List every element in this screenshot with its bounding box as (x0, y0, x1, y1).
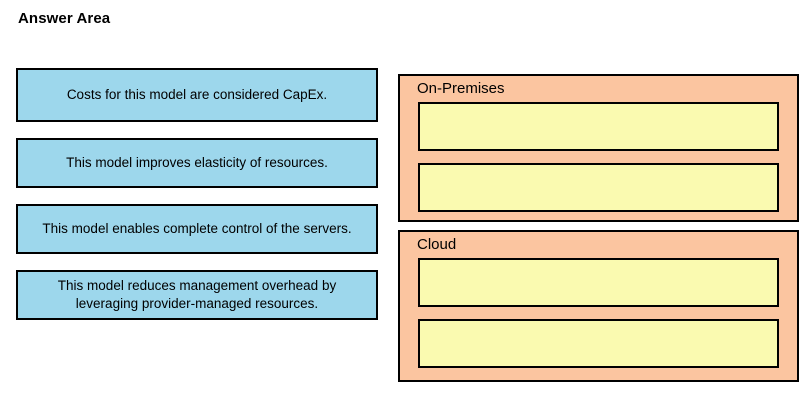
source-item-list: Costs for this model are considered CapE… (16, 68, 378, 336)
drop-zone-on-premises-2[interactable] (418, 163, 779, 212)
drop-panel-title: On-Premises (417, 80, 505, 97)
source-item-label: Costs for this model are considered CapE… (66, 87, 328, 102)
drop-zone-cloud-2[interactable] (418, 319, 779, 368)
drop-panel-on-premises: On-Premises (398, 74, 799, 222)
page-title: Answer Area (18, 10, 111, 27)
source-item-1[interactable]: This model improves elasticity of resour… (16, 138, 378, 188)
drop-panel-cloud: Cloud (398, 230, 799, 382)
drop-target-area: On-Premises Cloud (398, 74, 799, 382)
source-item-label: This model improves elasticity of resour… (66, 155, 328, 170)
drop-zone-on-premises-1[interactable] (418, 102, 779, 151)
source-item-3[interactable]: This model reduces management overhead b… (16, 270, 378, 320)
source-item-2[interactable]: This model enables complete control of t… (16, 204, 378, 254)
source-item-label: This model enables complete control of t… (42, 221, 352, 236)
drop-zone-cloud-1[interactable] (418, 258, 779, 307)
drop-panel-title: Cloud (417, 236, 457, 253)
source-item-label: This model reduces management overhead b… (57, 278, 337, 311)
source-item-0[interactable]: Costs for this model are considered CapE… (16, 68, 378, 122)
